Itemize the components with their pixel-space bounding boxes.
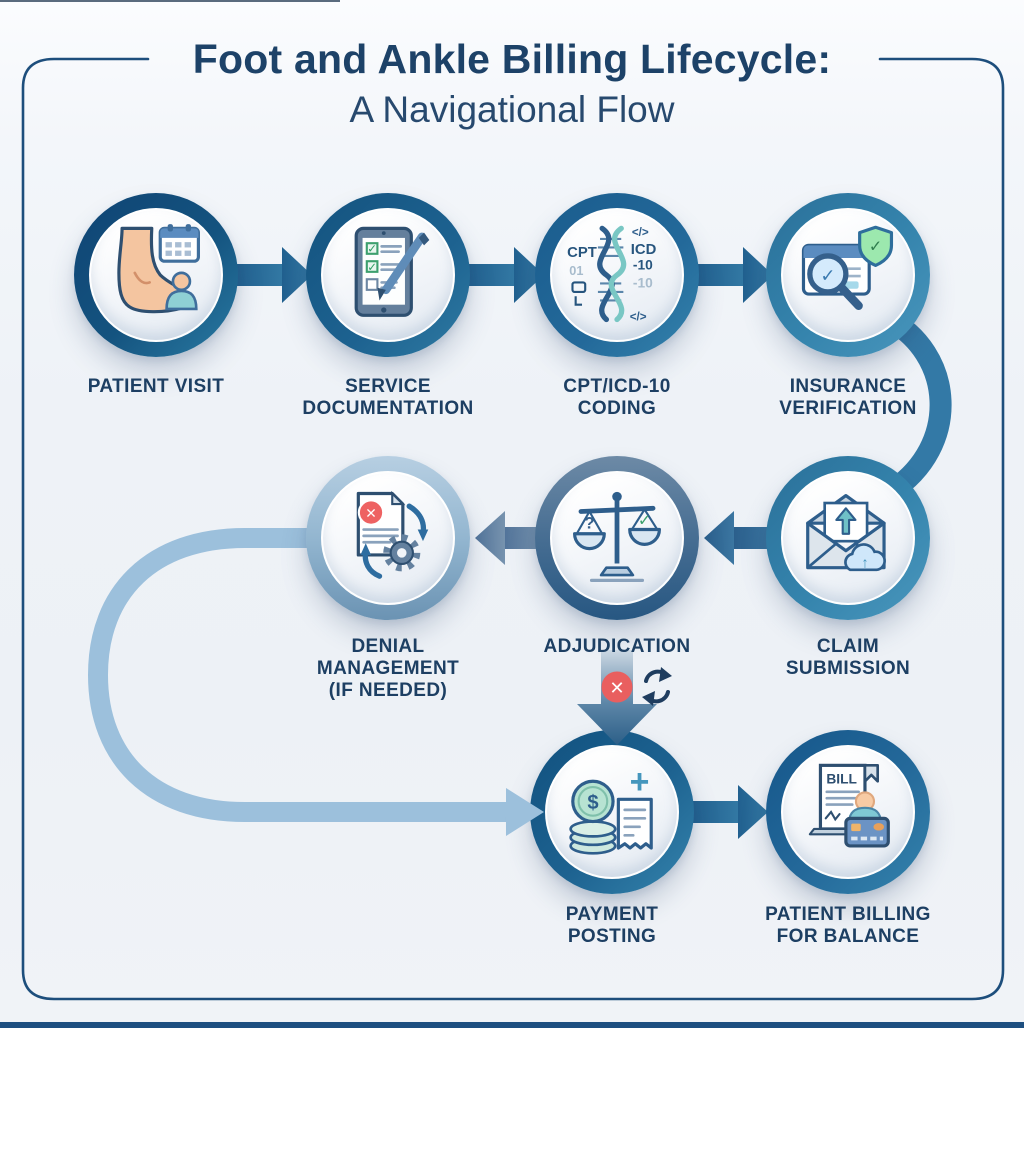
arrow-sd-to-cpt: [468, 247, 544, 303]
payment-posting-disc: $ +: [545, 745, 679, 879]
bill-card-person-icon: BILL: [808, 763, 890, 848]
svg-text:✓: ✓: [367, 261, 377, 274]
svg-text:✓: ✓: [367, 243, 377, 256]
title-line1: Foot and Ankle Billing Lifecycle:: [192, 36, 832, 82]
gear-glyph: [383, 534, 421, 572]
footer-whitespace: [0, 1028, 1024, 1154]
node-insurance-verification: ✓ ✓: [766, 193, 930, 357]
svg-text:CPT: CPT: [567, 245, 597, 261]
arrow-adj-to-dm: [475, 511, 541, 565]
svg-text:✓: ✓: [820, 265, 835, 285]
patient-visit-disc: [89, 208, 223, 342]
title-line2: A Navigational Flow: [349, 89, 675, 130]
cpt-coding-disc: CPT 01 ICD -10 -10 </> </>: [550, 208, 684, 342]
node-cpt-icd10-coding: CPT 01 ICD -10 -10 </> </>: [535, 193, 699, 357]
bill-card-person-icon-disc: BILL: [781, 745, 915, 879]
loop-arrowhead: [506, 788, 544, 836]
svg-text:</>: </>: [632, 226, 649, 239]
diagram-canvas: Foot and Ankle Billing Lifecycle: A Navi…: [0, 0, 1024, 1022]
shield-glyph: ✓: [858, 225, 894, 268]
svg-text:+: +: [630, 763, 650, 801]
page-title: Foot and Ankle Billing Lifecycle: A Navi…: [0, 36, 1024, 131]
node-claim-submission: ↑: [766, 456, 930, 620]
envelope-upload-icon: ↑: [806, 494, 886, 572]
svg-text:01: 01: [569, 263, 583, 278]
label-insurance-verification: INSURANCE VERIFICATION: [779, 376, 917, 419]
service-documentation-disc: ✓ ✓: [321, 208, 455, 342]
node-patient-billing: BILL: [766, 730, 930, 894]
svg-text:✕: ✕: [609, 678, 624, 698]
curve-iv-to-cs: [875, 307, 952, 503]
dna-coding-icon: CPT 01 ICD -10 -10 </> </>: [567, 225, 657, 324]
calendar-glyph: [158, 224, 200, 263]
claim-submission-disc: ↑: [781, 471, 915, 605]
label-claim-submission: CLAIM SUBMISSION: [785, 636, 911, 679]
patient-glyph: [165, 271, 198, 311]
label-patient-visit: PATIENT VISIT: [87, 376, 225, 397]
denial-management-disc: ✕: [321, 471, 455, 605]
svg-text:✕: ✕: [365, 506, 377, 521]
balance-scales-icon: ? ✓: [573, 491, 661, 582]
adjudication-disc: ? ✓: [550, 471, 684, 605]
svg-text:</>: </>: [630, 311, 647, 324]
label-denial-management: DENIAL MANAGEMENT (IF NEEDED): [316, 636, 460, 701]
tablet-checklist-icon: ✓ ✓: [354, 226, 430, 317]
svg-text:↑: ↑: [861, 556, 868, 572]
node-adjudication: ? ✓: [535, 456, 699, 620]
svg-text:?: ?: [584, 513, 594, 532]
arrow-cs-to-adj: [704, 511, 772, 565]
denied-doc-gear-icon: ✕: [356, 490, 429, 579]
flow-overlays: ✕: [506, 650, 672, 836]
label-payment-posting: PAYMENT POSTING: [565, 904, 659, 947]
svg-text:✓: ✓: [869, 239, 882, 256]
card-magnifier-shield-icon: ✓ ✓: [801, 225, 894, 310]
arrow-cpt-to-iv: [697, 247, 773, 303]
node-service-documentation: ✓ ✓: [306, 193, 470, 357]
insurance-verification-disc: ✓ ✓: [781, 208, 915, 342]
foot-calendar-icon: [117, 224, 200, 314]
card-border: [21, 57, 1005, 1001]
svg-text:-10: -10: [633, 258, 653, 273]
cloud-upload-glyph: ↑: [844, 543, 886, 572]
svg-text:ICD: ICD: [631, 242, 657, 258]
credit-card-glyph: [844, 816, 890, 848]
bottom-divider-line: [0, 1022, 1024, 1028]
denied-x-badge: ✕: [601, 671, 633, 703]
svg-text:BILL: BILL: [826, 771, 857, 786]
arrow-pp-to-pb: [692, 785, 768, 839]
svg-text:✓: ✓: [638, 512, 651, 529]
node-payment-posting: $ +: [530, 730, 694, 894]
flow-connectors: [87, 247, 952, 839]
magnifier-glyph: ✓: [807, 253, 863, 310]
label-patient-billing: PATIENT BILLING FOR BALANCE: [765, 904, 931, 947]
node-patient-visit: [74, 193, 238, 357]
svg-text:$: $: [587, 792, 598, 814]
svg-text:-10: -10: [633, 276, 653, 291]
node-denial-management: ✕: [306, 456, 470, 620]
loop-dm-to-pp: [87, 528, 508, 822]
top-left-line: [0, 0, 340, 2]
label-service-documentation: SERVICE DOCUMENTATION: [302, 376, 474, 419]
label-adjudication: ADJUDICATION: [543, 636, 691, 657]
retry-refresh-icon: [642, 667, 672, 706]
coins-receipt-icon: $ +: [569, 763, 653, 855]
label-cpt-icd10-coding: CPT/ICD-10 CODING: [563, 376, 671, 419]
arrow-pv-to-sd: [236, 247, 312, 303]
